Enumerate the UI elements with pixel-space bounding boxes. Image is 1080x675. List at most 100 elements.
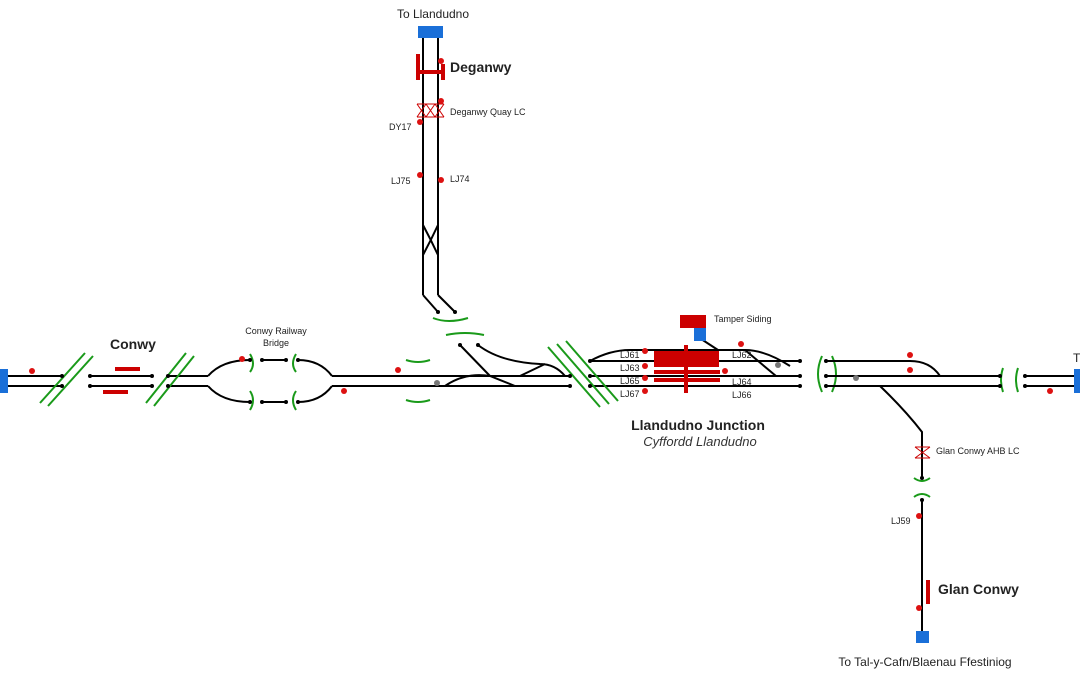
signal-marker (239, 356, 245, 362)
boundary-bracket (249, 353, 254, 411)
track-node (260, 400, 264, 404)
track-node (166, 384, 170, 388)
boundary-arc (405, 359, 431, 403)
signal-lj65: LJ65 (620, 376, 640, 386)
signal-marker (738, 341, 744, 347)
track-node (998, 384, 1002, 388)
main-line-east (817, 355, 1080, 393)
right-edge-label: T (1073, 351, 1080, 365)
deganwy-label: Deganwy (450, 59, 512, 75)
signal-marker (417, 172, 423, 178)
signal-lj63: LJ63 (620, 363, 640, 373)
track-node (284, 358, 288, 362)
valley-track (879, 385, 923, 478)
limit-box-west (0, 369, 8, 393)
track-node (284, 400, 288, 404)
junction-link (519, 363, 546, 377)
branch-junction (459, 344, 566, 377)
deganwy-platform (416, 54, 445, 80)
lc-hatch (914, 446, 931, 459)
signal-marker (438, 58, 444, 64)
boundary-bracket (292, 353, 297, 411)
signal-lj66: LJ66 (732, 390, 752, 400)
branch-end-left (422, 294, 439, 313)
point-marker (434, 380, 440, 386)
track-node (998, 374, 1002, 378)
track-node (920, 498, 924, 502)
track-node (1023, 384, 1027, 388)
signal-marker (642, 348, 648, 354)
track-node (1023, 374, 1027, 378)
glan-conwy-label: Glan Conwy (938, 581, 1019, 597)
tamper-siding-label: Tamper Siding (714, 314, 772, 324)
boundary-triple (547, 340, 619, 408)
conwy-valley-branch (879, 385, 923, 632)
signal-lj67: LJ67 (620, 389, 640, 399)
signal-marker (29, 368, 35, 374)
signal-lj74: LJ74 (450, 174, 470, 184)
track-node (88, 384, 92, 388)
signal-marker (916, 605, 922, 611)
tamper-siding-block (680, 315, 706, 328)
signal-marker (642, 375, 648, 381)
signal-marker (438, 98, 444, 104)
signal-lj64: LJ64 (732, 377, 752, 387)
track-node (150, 384, 154, 388)
branch-node (436, 310, 440, 314)
branch-end-right (437, 294, 456, 313)
main-track (909, 360, 941, 377)
boundary-bracket (1000, 367, 1019, 393)
branch-crossover-2 (422, 224, 439, 256)
track-node (588, 359, 592, 363)
signal-marker (907, 367, 913, 373)
bridge-exit (297, 359, 333, 377)
limit-box-blaenau (916, 631, 929, 643)
branch-node (453, 310, 457, 314)
bridge-approach (207, 359, 251, 377)
track-node (588, 374, 592, 378)
boundary-arc (445, 332, 485, 336)
signal-marker (642, 363, 648, 369)
track-node (824, 359, 828, 363)
track-node (166, 374, 170, 378)
track-node (824, 374, 828, 378)
boundary-arc (913, 477, 931, 498)
signal-marker (722, 368, 728, 374)
track-node (296, 358, 300, 362)
track-node (150, 374, 154, 378)
llandudno-junction-label: Llandudno Junction (631, 417, 765, 433)
deganwy-branch (422, 34, 457, 314)
signal-marker (395, 367, 401, 373)
llandudno-junction-tracks (589, 334, 800, 387)
main-line-west (0, 344, 570, 403)
track-node (296, 400, 300, 404)
limit-box-llandudno (418, 26, 443, 38)
conwy-label: Conwy (110, 336, 156, 352)
point-marker (775, 362, 781, 368)
signal-lj62: LJ62 (732, 350, 752, 360)
limit-box-east (1074, 369, 1080, 393)
track-node (60, 384, 64, 388)
station-link (744, 349, 777, 377)
signal-marker (916, 513, 922, 519)
signal-marker (907, 352, 913, 358)
signal-lj59: LJ59 (891, 516, 911, 526)
track-node (88, 374, 92, 378)
to-llandudno-label: To Llandudno (397, 7, 469, 21)
lc-hatch (416, 103, 445, 118)
to-blaenau-label: To Tal-y-Cafn/Blaenau Ffestiniog (838, 655, 1011, 669)
boundary-bracket (817, 355, 837, 393)
track-node (476, 343, 480, 347)
track-node (798, 384, 802, 388)
track-node (248, 400, 252, 404)
signal-marker (417, 119, 423, 125)
deganwy-quay-lc-label: Deganwy Quay LC (450, 107, 526, 117)
cyffordd-label: Cyffordd Llandudno (643, 434, 756, 449)
tamper-siding-box (694, 328, 706, 341)
signal-marker (341, 388, 347, 394)
track-node (798, 359, 802, 363)
track-node (248, 358, 252, 362)
track-node (798, 374, 802, 378)
level-crossing-glan-conwy (914, 446, 931, 459)
